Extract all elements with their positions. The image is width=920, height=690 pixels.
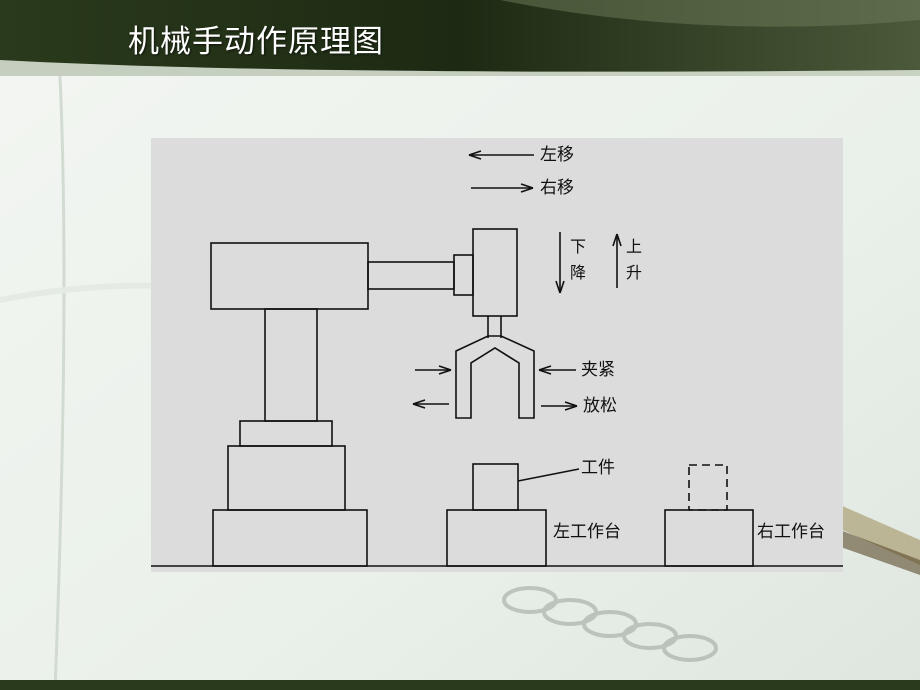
label-down-2: 降 <box>569 263 586 282</box>
label-release: 放松 <box>583 396 617 416</box>
robot-arm <box>367 261 455 290</box>
label-up-2: 升 <box>625 263 642 282</box>
label-right-move: 右移 <box>540 178 574 198</box>
label-clamp: 夹紧 <box>581 360 615 380</box>
label-right-table: 右工作台 <box>757 522 825 542</box>
page-title: 机械手动作原理图 <box>128 24 384 60</box>
label-down-1: 下 <box>569 237 586 256</box>
robot-base <box>212 509 368 567</box>
right-worktable <box>664 509 754 567</box>
robot-column <box>264 308 318 422</box>
label-up-1: 上 <box>625 237 642 256</box>
dashed-workpiece <box>688 464 728 511</box>
robot-upper-body <box>210 242 369 310</box>
workpiece <box>472 463 519 511</box>
gripper-claw <box>455 335 535 419</box>
left-worktable <box>446 509 547 567</box>
arm-joint <box>453 254 474 296</box>
title-bar <box>0 0 920 76</box>
robot-middle-base <box>227 445 346 511</box>
label-left-table: 左工作台 <box>553 522 621 542</box>
workpiece-leader <box>517 468 580 482</box>
robot-collar <box>239 420 333 447</box>
diagram-drawing <box>151 150 843 567</box>
gripper-head <box>472 228 518 317</box>
manipulator-diagram: 左移 右移 下 降 上 升 夹紧 放松 工件 左工作台 右工作台 <box>151 138 843 572</box>
label-workpiece: 工件 <box>581 458 615 478</box>
label-left-move: 左移 <box>540 145 574 165</box>
